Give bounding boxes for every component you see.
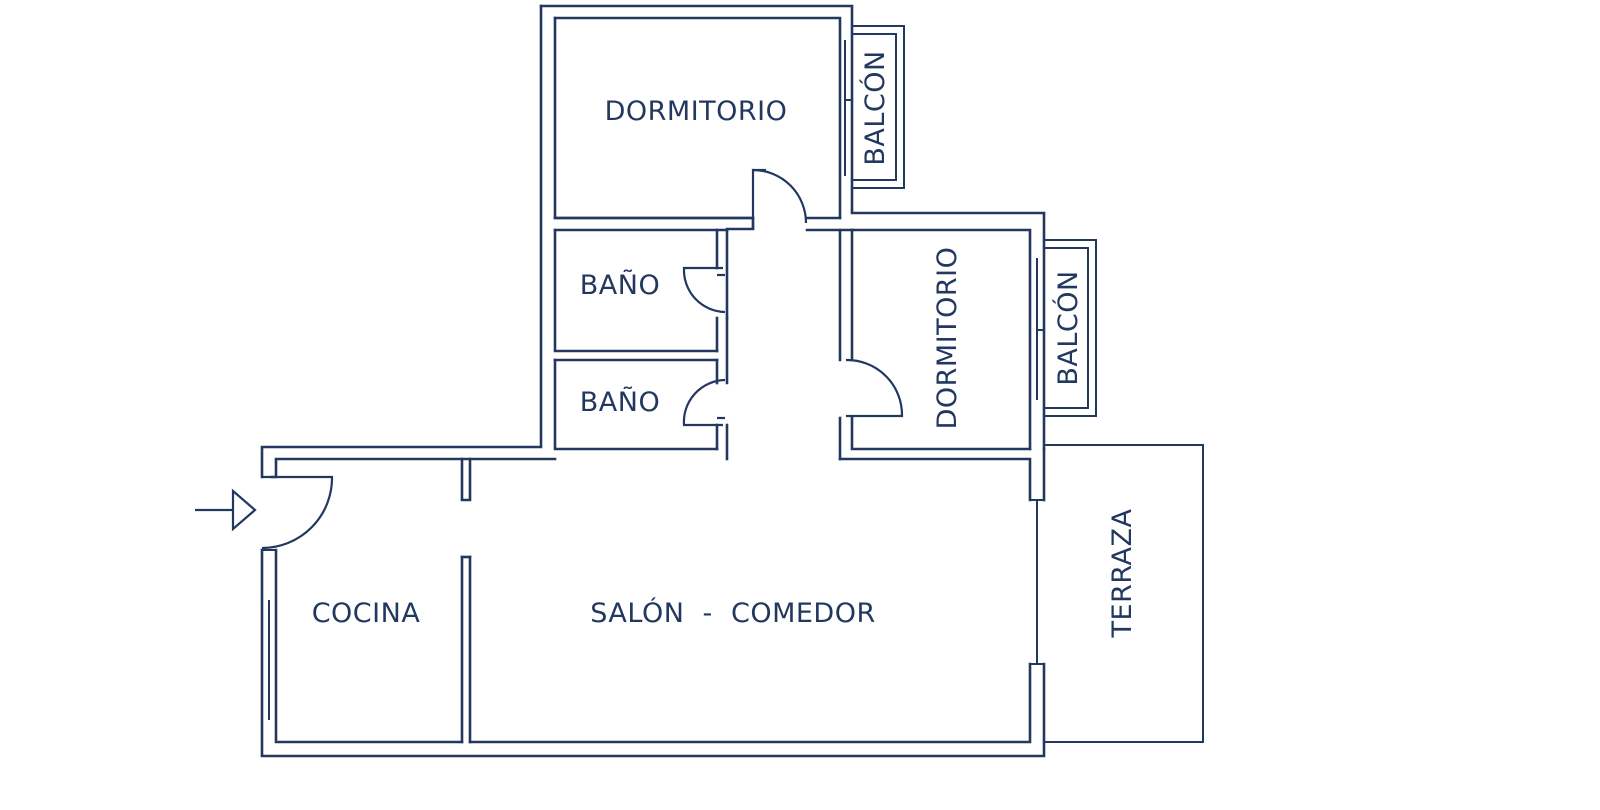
room-label-salon-comedor: SALÓN - COMEDOR — [590, 597, 875, 629]
room-label-bano-2: BAÑO — [580, 386, 660, 418]
balcony-2 — [1036, 239, 1097, 417]
balcony-1 — [844, 25, 905, 189]
room-label-balcon-1: BALCÓN — [859, 50, 891, 165]
door-bano-1 — [682, 266, 726, 314]
room-label-bano-1: BAÑO — [580, 269, 660, 301]
dormitorio-1-walls — [553, 216, 855, 232]
kitchen-divider — [460, 457, 472, 744]
entrance-arrow-icon — [195, 488, 257, 532]
salon-window — [1030, 499, 1044, 665]
room-label-dormitorio-2: DORMITORIO — [932, 247, 963, 430]
door-entrance — [261, 475, 334, 550]
bano-walls — [553, 228, 729, 461]
door-dormitorio-2 — [845, 358, 904, 418]
terraza-outline — [1044, 444, 1204, 743]
dormitorio-2-walls — [838, 228, 1032, 461]
room-label-terraza: TERRAZA — [1107, 509, 1138, 639]
room-label-balcon-2: BALCÓN — [1052, 270, 1084, 385]
room-label-dormitorio-1: DORMITORIO — [605, 96, 788, 127]
door-bano-2 — [682, 378, 726, 427]
door-dormitorio-1 — [751, 168, 808, 228]
room-label-cocina: COCINA — [312, 598, 421, 629]
kitchen-window — [262, 549, 276, 720]
